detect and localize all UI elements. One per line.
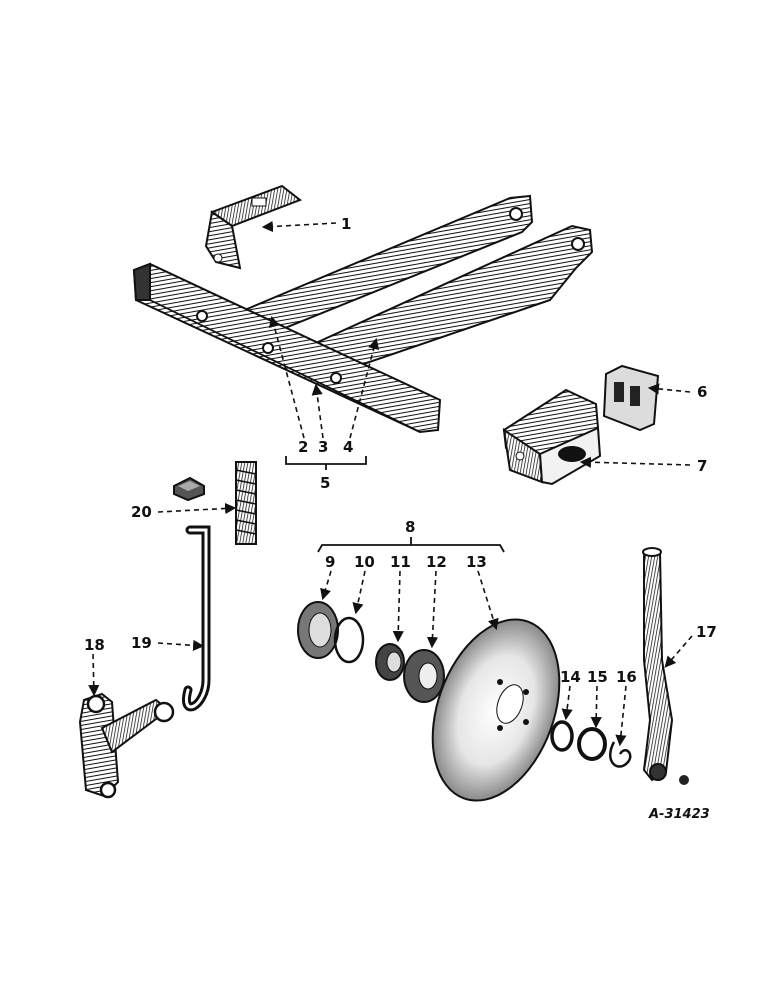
callout-15: 15 (587, 668, 608, 686)
scraper-arm-part-17 (642, 547, 689, 785)
nut-part (173, 476, 205, 502)
spring-clip-part-16 (609, 741, 632, 768)
plate-part-6 (602, 364, 660, 432)
callout-3: 3 (318, 438, 328, 456)
bearing-part-11 (375, 643, 405, 681)
figure-id: A-31423 (648, 807, 710, 822)
callout-11: 11 (390, 553, 411, 571)
callout-10: 10 (354, 553, 375, 571)
disc-blade-part-13 (431, 618, 561, 802)
bracket-part-7 (502, 388, 602, 486)
callout-16: 16 (616, 668, 637, 686)
callout-4: 4 (343, 438, 353, 456)
callout-2: 2 (298, 438, 308, 456)
callout-1: 1 (341, 215, 351, 233)
callout-12: 12 (426, 553, 447, 571)
leader-lines (88, 220, 693, 747)
callout-9: 9 (325, 553, 335, 571)
callout-8: 8 (405, 518, 415, 536)
callout-19: 19 (131, 634, 152, 652)
bracket-part-1 (204, 184, 303, 270)
callout-6: 6 (697, 383, 707, 401)
ring-part-14 (550, 720, 574, 752)
callout-13: 13 (466, 553, 487, 571)
callout-7: 7 (697, 457, 707, 475)
callout-20: 20 (131, 503, 152, 521)
callout-18: 18 (84, 636, 105, 654)
hub-part-12 (403, 649, 445, 703)
washer-part-9 (297, 601, 339, 659)
frame-assembly-part-5 (132, 194, 594, 434)
callout-14: 14 (560, 668, 581, 686)
ring-part-15 (577, 727, 607, 761)
ring-part-10 (333, 616, 365, 664)
arm-bracket-part-18 (78, 692, 175, 799)
hook-rod-part-19 (182, 525, 211, 712)
spring-part-20 (235, 461, 257, 545)
callout-17: 17 (696, 623, 717, 641)
callout-5: 5 (320, 474, 330, 492)
